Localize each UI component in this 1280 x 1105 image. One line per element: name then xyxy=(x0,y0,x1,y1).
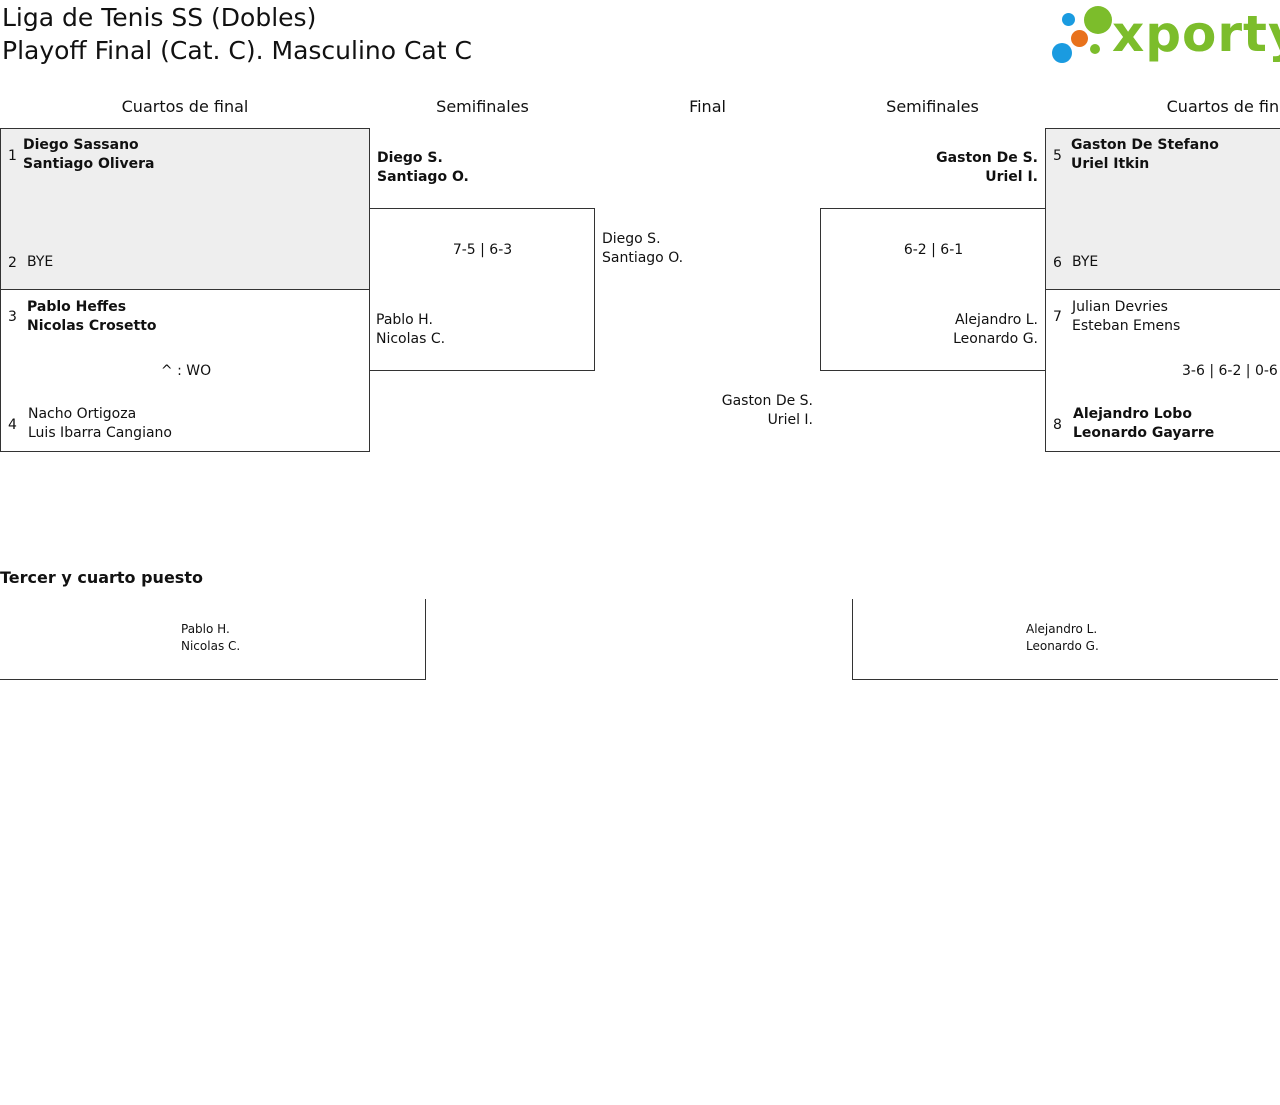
right-qf-match-2[interactable]: 7 Julian Devries Esteban Emens 3-6 | 6-2… xyxy=(1045,289,1280,452)
seed-number: 8 xyxy=(1053,417,1062,433)
left-qf-match-1[interactable]: 1 Diego Sassano Santiago Olivera 2 BYE xyxy=(0,128,370,290)
bracket-line xyxy=(852,599,853,680)
match-score: 3-6 | 6-2 | 0-6 xyxy=(1182,363,1278,379)
third-place-match-right[interactable]: Alejandro L. Leonardo G. xyxy=(852,599,1278,680)
column-final: Final xyxy=(689,97,726,116)
bracket-line xyxy=(0,679,426,680)
title-line-1: Liga de Tenis SS (Dobles) xyxy=(2,3,317,32)
match-score: ^ : WO xyxy=(160,363,212,379)
column-left-qf: Cuartos de final xyxy=(121,97,249,116)
column-left-sf: Semifinales xyxy=(436,97,529,116)
left-qf-match-2[interactable]: 3 Pablo Heffes Nicolas Crosetto ^ : WO 4… xyxy=(0,289,370,452)
left-sf-team-a: Diego S. Santiago O. xyxy=(377,150,469,185)
left-sf-match[interactable]: 7-5 | 6-3 Pablo H. Nicolas C. xyxy=(370,208,595,371)
third-place-match-left[interactable]: Pablo H. Nicolas C. xyxy=(0,599,426,680)
right-sf-team-a: Gaston De S. Uriel I. xyxy=(936,150,1038,185)
team-name: Julian Devries Esteban Emens xyxy=(1072,299,1181,334)
seed-number: 2 xyxy=(8,255,17,271)
seed-number: 7 xyxy=(1053,309,1062,325)
team-name: Pablo Heffes Nicolas Crosetto xyxy=(27,299,157,334)
right-sf-match[interactable]: 6-2 | 6-1 Alejandro L. Leonardo G. xyxy=(820,208,1046,371)
logo-dot-blue-large xyxy=(1052,43,1072,63)
final-team-b: Gaston De S. Uriel I. xyxy=(721,393,813,428)
team-name: Gaston De Stefano Uriel Itkin xyxy=(1071,137,1219,172)
column-right-qf: Cuartos de final xyxy=(1166,97,1280,116)
team-name: Nacho Ortigoza Luis Ibarra Cangiano xyxy=(28,406,172,441)
seed-number: 3 xyxy=(8,309,17,325)
xporty-logo[interactable]: xporty xyxy=(1050,2,1280,68)
seed-number: 6 xyxy=(1053,255,1062,271)
logo-dot-green xyxy=(1084,6,1112,34)
seed-number: 1 xyxy=(8,148,17,164)
page-title: Liga de Tenis SS (Dobles) Playoff Final … xyxy=(2,1,472,67)
seed-number: 5 xyxy=(1053,148,1062,164)
right-qf-match-1[interactable]: 5 Gaston De Stefano Uriel Itkin 6 BYE xyxy=(1045,128,1280,290)
title-line-2: Playoff Final (Cat. C). Masculino Cat C xyxy=(2,36,472,65)
logo-dot-green-small xyxy=(1090,44,1100,54)
column-right-sf: Semifinales xyxy=(886,97,979,116)
team-name: BYE xyxy=(27,254,54,270)
seed-number: 4 xyxy=(8,417,17,433)
match-score: 6-2 | 6-1 xyxy=(903,242,964,258)
left-sf-team-b: Pablo H. Nicolas C. xyxy=(376,312,446,347)
logo-dot-blue xyxy=(1062,13,1075,26)
team-name: Diego Sassano Santiago Olivera xyxy=(23,137,155,172)
match-score: 7-5 | 6-3 xyxy=(452,242,513,258)
third-place-team-b: Alejandro L. Leonardo G. xyxy=(1026,622,1099,653)
bracket-line xyxy=(425,599,426,680)
third-place-title: Tercer y cuarto puesto xyxy=(0,568,203,587)
bracket-line xyxy=(852,679,1278,680)
final-team-a: Diego S. Santiago O. xyxy=(602,231,684,266)
logo-wordmark: xporty xyxy=(1112,5,1280,63)
third-place-team-a: Pablo H. Nicolas C. xyxy=(181,622,241,653)
team-name: Alejandro Lobo Leonardo Gayarre xyxy=(1073,406,1215,441)
logo-dot-orange xyxy=(1071,30,1088,47)
team-name: BYE xyxy=(1072,254,1099,270)
right-sf-team-b: Alejandro L. Leonardo G. xyxy=(953,312,1038,347)
